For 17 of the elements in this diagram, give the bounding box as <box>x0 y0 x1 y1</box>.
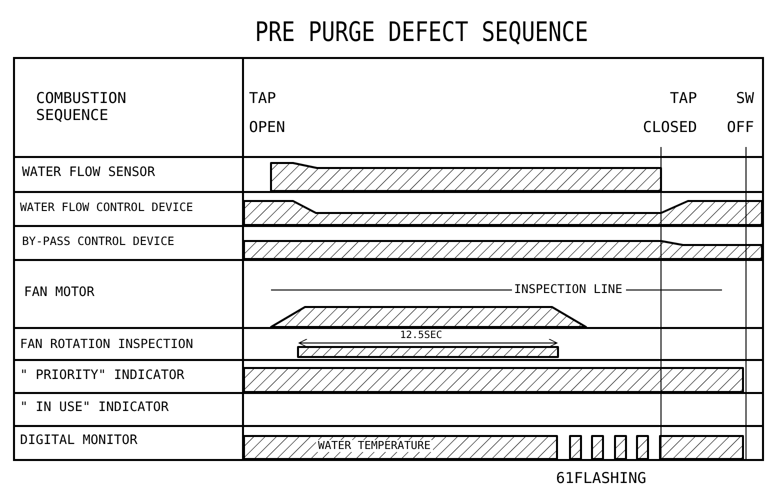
signal-label: WATER TEMPERATURE <box>316 440 433 452</box>
row-label: BY-PASS CONTROL DEVICE <box>22 235 174 248</box>
column-heading: COMBUSTION SEQUENCE <box>36 90 128 123</box>
dimension-label: 12.5SEC <box>400 330 442 341</box>
event-label: TAP OPEN <box>249 88 286 138</box>
line-label: INSPECTION LINE <box>514 283 622 296</box>
row-label: WATER FLOW SENSOR <box>22 166 156 180</box>
row-label: " IN USE" INDICATOR <box>20 401 169 416</box>
annotation-text: 61FLASHING <box>556 470 646 486</box>
row-label: FAN ROTATION INSPECTION <box>20 337 194 351</box>
diagram-title: PRE PURGE DEFECT SEQUENCE <box>255 18 588 48</box>
row-label: " PRIORITY" INDICATOR <box>20 369 184 384</box>
row-label: FAN MOTOR <box>24 286 94 300</box>
event-label: SW OFF <box>726 88 754 138</box>
row-label: WATER FLOW CONTROL DEVICE <box>20 201 194 214</box>
event-label: TAP CLOSED <box>642 88 697 138</box>
row-label: DIGITAL MONITOR <box>20 434 138 448</box>
